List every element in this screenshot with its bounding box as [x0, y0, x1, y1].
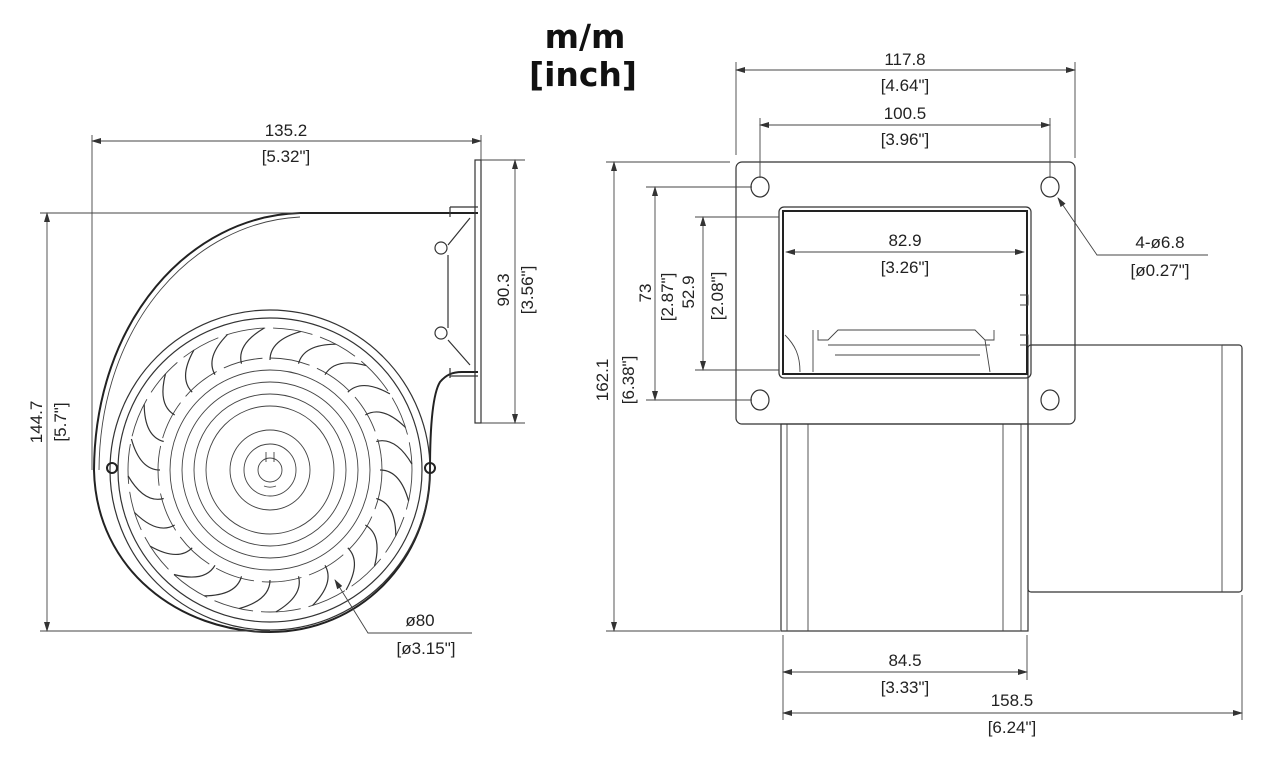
- dim-outlet-width-inch: [3.26"]: [881, 258, 930, 277]
- fan-blade: [130, 438, 161, 471]
- fan-wheel: [127, 327, 413, 613]
- fan-blade: [345, 547, 356, 591]
- dim-flange-width-mm: 117.8: [884, 50, 925, 69]
- dim-inlet-diameter-mm: ø80: [405, 611, 434, 630]
- fan-blade: [143, 404, 164, 443]
- fan-blade: [312, 565, 329, 606]
- dim-mounting-holes-mm: 4-ø6.8: [1135, 233, 1184, 252]
- dim-overall-height-inch: [5.7"]: [51, 402, 70, 441]
- fan-blade: [240, 327, 265, 364]
- outlet-flange-plate: [735, 161, 1076, 425]
- fan-blade: [275, 576, 300, 613]
- mounting-hole-icon: [1040, 389, 1060, 411]
- fan-blade: [379, 469, 410, 502]
- unit-imperial-label: [inch]: [529, 55, 637, 94]
- dim-outlet-width-mm: 82.9: [888, 231, 921, 250]
- dim-flange-height-inch: [3.56"]: [518, 266, 537, 315]
- outlet-flange: [434, 159, 482, 424]
- motor-hub: [169, 369, 371, 571]
- dim-hole-spacing-height-mm: 73: [636, 284, 655, 303]
- fan-blade: [127, 475, 164, 500]
- fan-blade: [162, 373, 176, 416]
- fan-blade: [297, 343, 336, 364]
- dim-hole-spacing-width-inch: [3.96"]: [881, 130, 930, 149]
- front-view: 117.8 [4.64"] 100.5 [3.96"] 82.9 [3.26"]…: [593, 50, 1243, 737]
- dim-inlet-diameter-inch: [ø3.15"]: [397, 639, 456, 658]
- dim-overall-depth-inch: [6.24"]: [988, 718, 1037, 737]
- fan-blade: [134, 512, 175, 529]
- fan-blade: [184, 349, 195, 393]
- fan-blade: [269, 330, 302, 361]
- dim-outlet-height-mm: 52.9: [679, 275, 698, 308]
- dim-housing-width-inch: [3.33"]: [881, 678, 930, 697]
- dim-overall-height-mm: 144.7: [27, 401, 46, 444]
- dim-overall-width-inch: [5.32"]: [262, 147, 311, 166]
- fan-blade: [324, 362, 367, 376]
- dim-hole-spacing-height-inch: [2.87"]: [658, 273, 677, 322]
- fan-blade: [347, 384, 391, 395]
- fan-blade: [376, 497, 397, 536]
- dim-front-height-inch: [6.38"]: [619, 356, 638, 405]
- blower-housing-scroll: [92, 212, 478, 634]
- motor-body: [780, 344, 1243, 632]
- fan-blade: [364, 524, 378, 567]
- dim-flange-height-mm: 90.3: [494, 273, 513, 306]
- dim-front-height-mm: 162.1: [593, 359, 612, 402]
- dim-overall-width-mm: 135.2: [265, 121, 308, 140]
- fan-blade: [211, 334, 228, 375]
- fan-blade: [149, 545, 193, 556]
- mounting-hole-icon: [750, 389, 770, 411]
- unit-metric-label: m/m: [545, 17, 626, 56]
- fan-blade: [365, 411, 406, 428]
- fan-blade: [376, 440, 413, 465]
- fan-blade: [173, 564, 216, 578]
- dim-hole-spacing-width-mm: 100.5: [884, 104, 927, 123]
- side-view: 135.2 [5.32"] 144.7 [5.7"] 90.3 [3.56"] …: [27, 121, 537, 658]
- dim-flange-width-inch: [4.64"]: [881, 76, 930, 95]
- mounting-hole-icon: [1040, 176, 1060, 198]
- dim-outlet-height-inch: [2.08"]: [708, 272, 727, 321]
- mounting-hole-icon: [750, 176, 770, 198]
- fan-blade: [238, 579, 271, 610]
- dim-overall-depth-mm: 158.5: [991, 691, 1034, 710]
- dim-housing-width-mm: 84.5: [888, 651, 921, 670]
- mounting-hole-icon: [106, 462, 118, 474]
- mounting-hole-icon: [424, 462, 436, 474]
- dim-mounting-holes-inch: [ø0.27"]: [1131, 261, 1190, 280]
- fan-blade: [204, 576, 243, 597]
